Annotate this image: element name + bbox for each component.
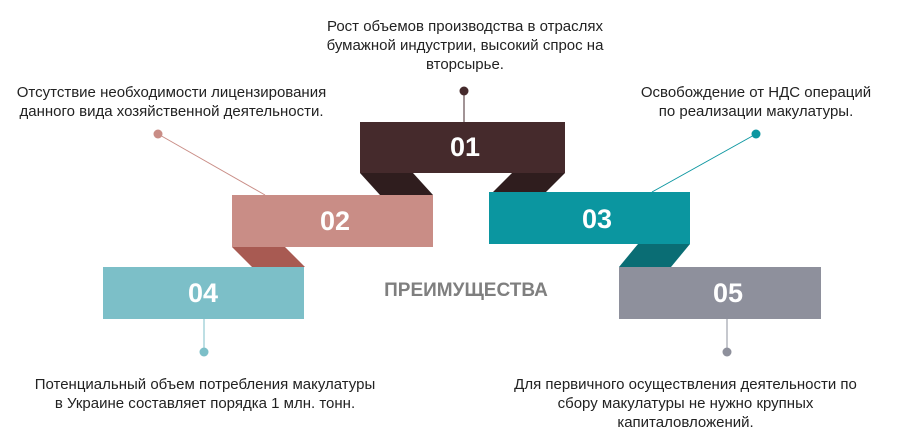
step-04-number: 04 [188,278,218,308]
step-01-caption-line: Рост объемов производства в отраслях [326,18,604,35]
step-01-number: 01 [450,132,480,162]
connector-03-dot [751,129,761,139]
step-03-panel [489,192,690,244]
fold-02 [232,247,305,267]
connector-02 [157,133,266,196]
step-02-caption-line: данного вида хозяйственной деятельности. [19,103,324,120]
step-03-caption-line: по реализации макулатуры. [658,103,854,120]
connector-04-dot [199,347,209,357]
step-02-caption-line: Отсутствие необходимости лицензирования [16,84,327,101]
step-05-panel [619,267,821,319]
connector-02-dot [153,129,163,139]
step-03-number: 03 [582,204,612,234]
step-01-caption-line: вторсырье. [426,56,504,73]
step-03-caption: Освобождение от НДС операций по реализац… [636,83,876,121]
step-02-panel [232,195,433,247]
connector-01-dot [459,86,469,96]
step-01-caption-line: бумажной индустрии, высокий спрос на [326,37,604,54]
step-04-caption-line: в Украине составляет порядка 1 млн. тонн… [54,395,356,412]
step-02-number: 02 [320,206,350,236]
step-01-panel [360,122,565,173]
step-05-caption-line: капиталовложений. [617,414,754,431]
fold-01-right [490,173,565,195]
step-05-caption: Для первичного осуществления деятельност… [498,375,873,432]
step-05-caption-line: Для первичного осуществления деятельност… [514,376,857,393]
step-03-caption-line: Освобождение от НДС операций [640,84,872,101]
fold-01-left [360,173,433,195]
step-04-panel [103,267,304,319]
step-01-caption: Рост объемов производства в отраслях бум… [300,17,630,74]
connector-05-dot [722,347,732,357]
center-label: ПРЕИМУЩЕСТВА [384,280,548,301]
step-05-number: 05 [713,278,743,308]
step-04-caption: Потенциальный объем потребления макулату… [20,375,390,413]
connector-03 [651,133,757,193]
step-05-caption-line: сбору макулатуры не нужно крупных [557,395,814,412]
step-02-caption: Отсутствие необходимости лицензирования … [4,83,339,121]
fold-03 [619,244,690,267]
step-04-caption-line: Потенциальный объем потребления макулату… [34,376,376,393]
